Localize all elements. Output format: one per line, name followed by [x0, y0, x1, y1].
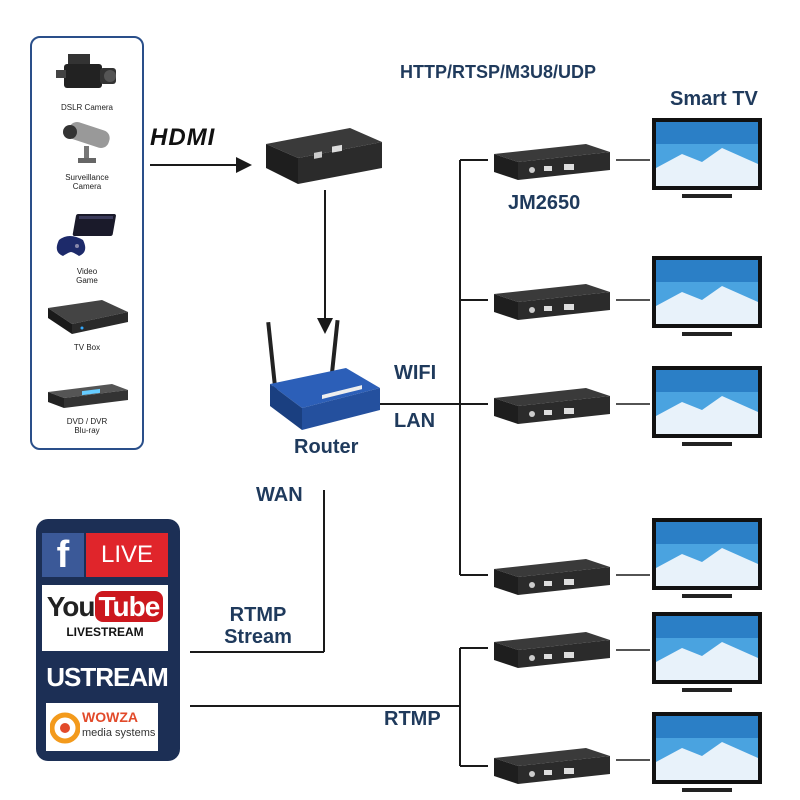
wowza-swirl-icon	[50, 712, 80, 744]
video-camera-icon	[56, 54, 116, 88]
youtube-tube-text: Tube	[94, 591, 164, 622]
hdmi-encoder-device	[266, 128, 382, 184]
youtube-you-text: You	[46, 591, 96, 622]
lan-label: LAN	[394, 410, 436, 432]
wowza-sub-text: media systems	[82, 727, 156, 739]
tvbox-caption: TV Box	[73, 343, 101, 352]
dvd-player-icon	[48, 384, 128, 408]
rtmp-stream-label: RTMP Stream	[218, 604, 298, 648]
smart-tv	[652, 118, 762, 198]
protocol-label: HTTP/RTSP/M3U8/UDP	[400, 62, 597, 82]
surveillance-caption-1: Surveillance	[65, 173, 109, 182]
game-caption-2: Game	[76, 276, 98, 285]
router-device	[266, 319, 380, 430]
tv-box-icon	[48, 300, 128, 334]
dvd-player: DVD / DVR Blu-ray	[32, 378, 142, 435]
decoder-device	[494, 559, 610, 595]
wowza-text: WOWZA	[82, 709, 138, 725]
wifi-label: WIFI	[394, 362, 437, 384]
dslr-camera: DSLR Camera	[32, 46, 142, 112]
youtube-livestream-text: LIVESTREAM	[66, 625, 144, 639]
decoder-device	[494, 748, 610, 784]
dvd-caption-1: DVD / DVR	[66, 417, 108, 426]
smart-tv	[652, 518, 762, 598]
tv-box: TV Box	[32, 298, 142, 352]
rtmp-stream-line1: RTMP	[229, 604, 287, 626]
smart-tv	[652, 612, 762, 692]
surveillance-camera: Surveillance Camera	[32, 120, 142, 191]
facebook-f-icon: f	[56, 534, 70, 576]
decoder-device	[494, 284, 610, 320]
smart-tv-label: Smart TV	[670, 88, 758, 110]
smart-tv	[652, 366, 762, 446]
wan-label: WAN	[256, 484, 303, 506]
hdmi-label: HDMI	[150, 124, 216, 151]
decoder-device	[494, 144, 610, 180]
decoder-device	[494, 388, 610, 424]
rtmp-stream-line2: Stream	[224, 626, 292, 648]
cctv-camera-icon	[63, 122, 110, 163]
rtmp-label: RTMP	[384, 708, 441, 730]
facebook-logo: f	[42, 533, 84, 577]
game-console-icon	[56, 214, 116, 256]
source-devices-panel: DSLR Camera Surveillance Camera Video Ga…	[30, 36, 144, 450]
decoder-device	[494, 632, 610, 668]
router-label: Router	[294, 436, 359, 458]
dslr-caption: DSLR Camera	[60, 103, 113, 112]
smart-tv	[652, 712, 762, 792]
decoder-label: JM2650	[508, 192, 581, 214]
game-caption-1: Video	[76, 267, 98, 276]
ustream-logo: USTREAM	[46, 662, 169, 692]
dvd-caption-2: Blu-ray	[74, 426, 100, 435]
video-game: Video Game	[32, 210, 142, 285]
surveillance-caption-2: Camera	[72, 182, 102, 191]
smart-tv	[652, 256, 762, 336]
facebook-live-badge: LIVE	[86, 533, 168, 577]
wowza-logo: WOWZA media systems	[46, 703, 158, 751]
